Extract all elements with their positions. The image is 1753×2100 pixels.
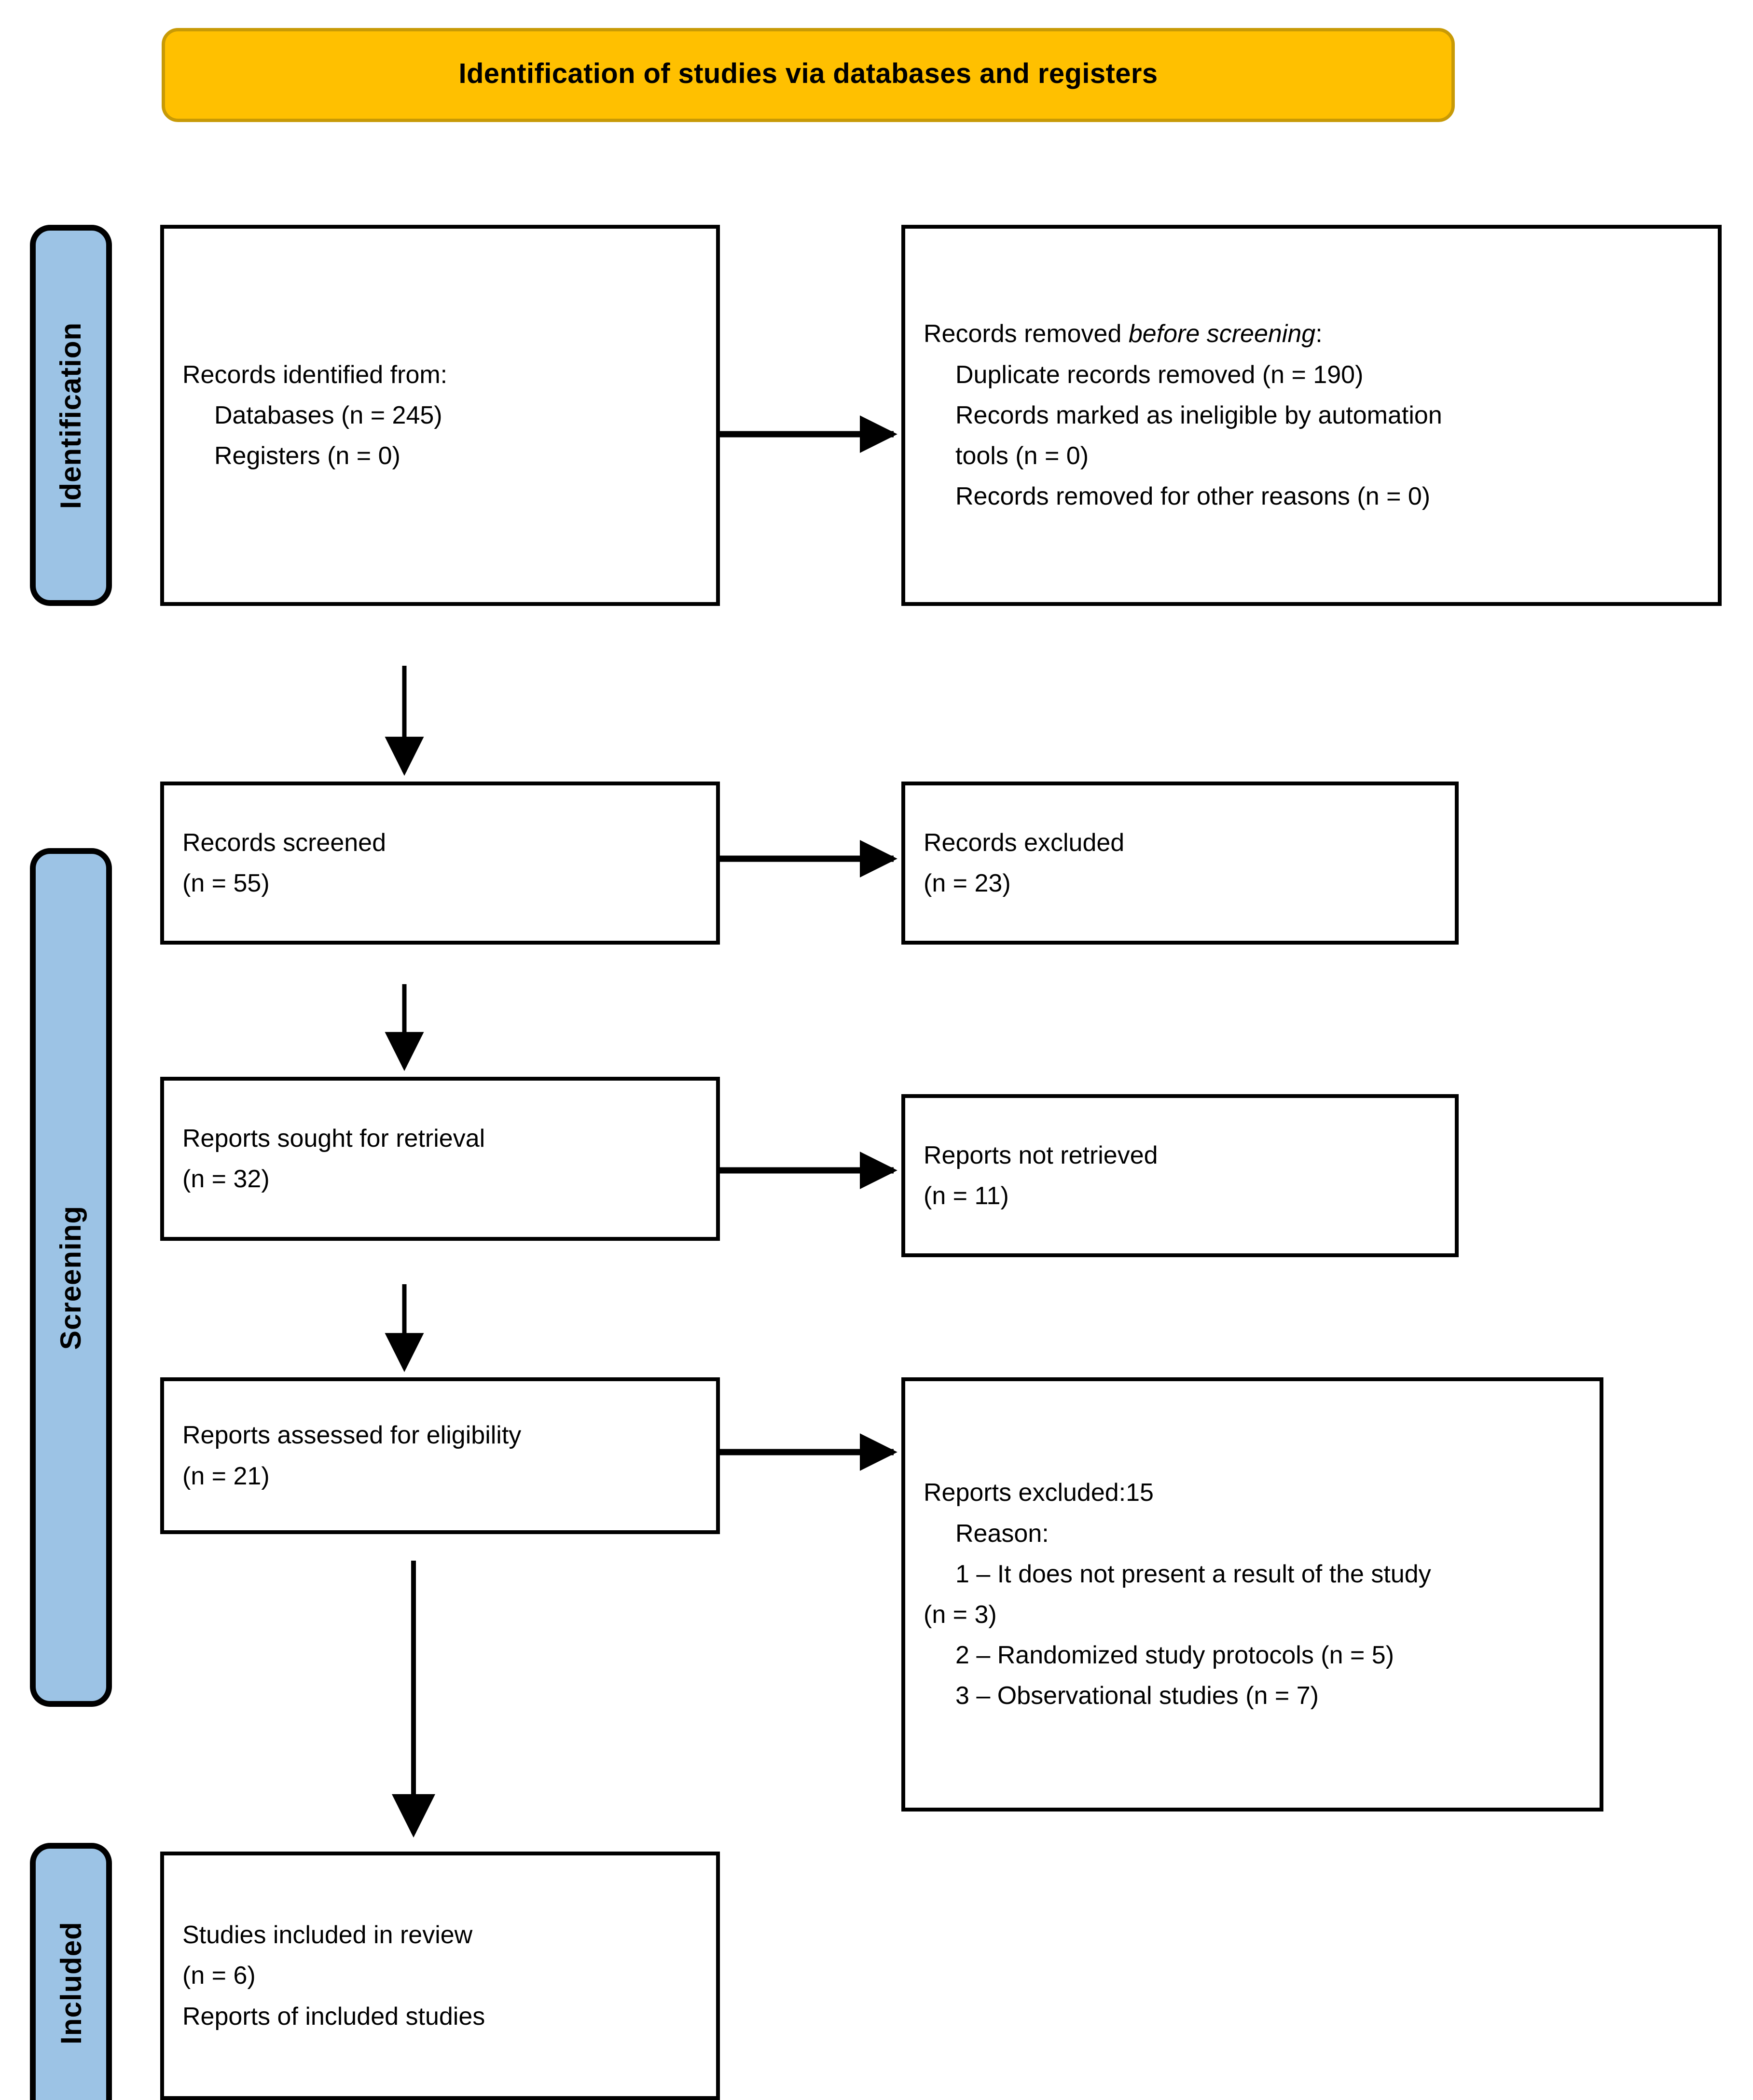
reports-assessed-label: Reports assessed for eligibility [182, 1421, 522, 1450]
reports-not-retrieved-count: (n = 11) [924, 1182, 1009, 1210]
records-identified-registers: Registers (n = 0) [214, 442, 400, 470]
stage-label-identification-text: Identification [55, 322, 87, 509]
box-records-identified: Records identified from: Databases (n = … [160, 225, 720, 606]
box-reports-assessed-for-eligibility: Reports assessed for eligibility (n = 21… [160, 1377, 720, 1534]
reports-excluded-heading: Reports excluded:15 [924, 1479, 1154, 1507]
diagram-title: Identification of studies via databases … [458, 58, 1158, 89]
box-reports-not-retrieved: Reports not retrieved (n = 11) [901, 1094, 1459, 1257]
box-studies-included-in-review: Studies included in review (n = 6) Repor… [160, 1852, 720, 2100]
records-removed-duplicates: Duplicate records removed (n = 190) [955, 360, 1364, 389]
reports-sought-label: Reports sought for retrieval [182, 1124, 485, 1153]
records-screened-count: (n = 55) [182, 869, 270, 897]
stage-label-identification: Identification [30, 225, 112, 606]
box-reports-sought-for-retrieval: Reports sought for retrieval (n = 32) [160, 1077, 720, 1241]
records-excluded-label: Records excluded [924, 828, 1125, 857]
records-identified-heading: Records identified from: [182, 360, 448, 389]
reports-excluded-reason-heading: Reason: [955, 1519, 1049, 1548]
reports-excluded-reason-1: 1 – It does not present a result of the … [955, 1560, 1431, 1588]
stage-label-screening-text: Screening [55, 1205, 87, 1350]
reports-of-included-studies-label: Reports of included studies [182, 2002, 485, 2031]
stage-label-included-text: Included [55, 1921, 87, 2045]
stage-label-screening: Screening [30, 848, 112, 1707]
studies-included-count: (n = 6) [182, 1962, 256, 1990]
reports-excluded-reason-1-count: (n = 3) [924, 1601, 997, 1629]
box-reports-excluded: Reports excluded:15 Reason: 1 – It does … [901, 1377, 1603, 1812]
records-removed-heading-suffix: : [1315, 320, 1323, 348]
reports-not-retrieved-label: Reports not retrieved [924, 1141, 1158, 1169]
reports-excluded-reason-2: 2 – Randomized study protocols (n = 5) [955, 1641, 1394, 1670]
records-identified-databases: Databases (n = 245) [214, 401, 442, 429]
box-records-removed-before-screening: Records removed before screening: Duplic… [901, 225, 1722, 606]
records-removed-heading-italic: before screening [1128, 320, 1316, 348]
box-records-screened: Records screened (n = 55) [160, 782, 720, 945]
diagram-title-banner: Identification of studies via databases … [162, 28, 1455, 122]
studies-included-label: Studies included in review [182, 1921, 473, 1949]
reports-sought-count: (n = 32) [182, 1165, 270, 1193]
reports-assessed-count: (n = 21) [182, 1462, 270, 1490]
records-removed-automation-line2: tools (n = 0) [955, 442, 1089, 470]
stage-label-included: Included [30, 1843, 112, 2100]
records-removed-other-reasons: Records removed for other reasons (n = 0… [955, 482, 1431, 511]
records-removed-heading-prefix: Records removed [924, 320, 1129, 348]
box-records-excluded: Records excluded (n = 23) [901, 782, 1459, 945]
records-removed-automation-line1: Records marked as ineligible by automati… [955, 401, 1442, 429]
records-screened-label: Records screened [182, 828, 386, 857]
records-removed-heading: Records removed before screening: [924, 314, 1699, 354]
records-excluded-count: (n = 23) [924, 869, 1011, 897]
reports-excluded-reason-3: 3 – Observational studies (n = 7) [955, 1682, 1319, 1710]
